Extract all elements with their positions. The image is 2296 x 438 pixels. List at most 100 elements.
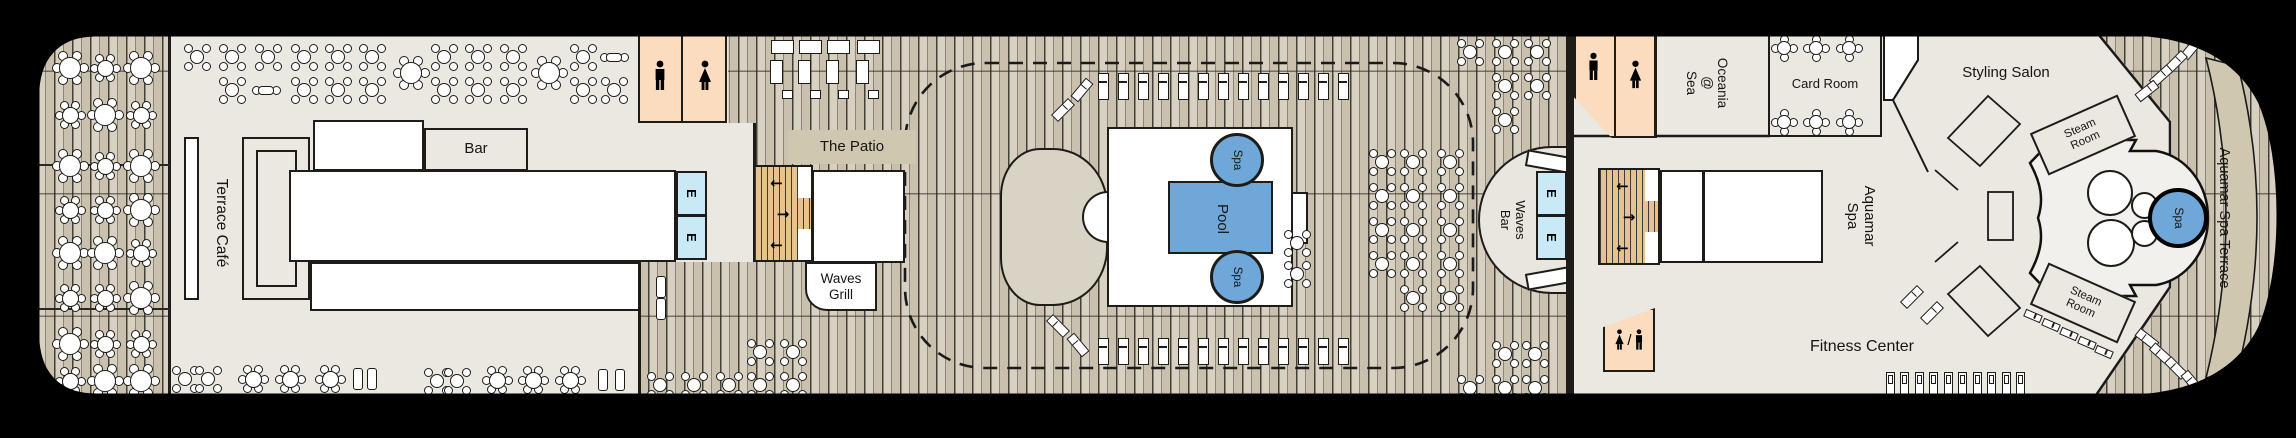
table bbox=[753, 345, 767, 359]
table bbox=[1463, 381, 1477, 395]
chair bbox=[1369, 235, 1378, 244]
chair bbox=[462, 386, 471, 395]
table bbox=[1842, 115, 1856, 129]
chair bbox=[1510, 73, 1519, 82]
lounger bbox=[1318, 338, 1329, 365]
table bbox=[1777, 41, 1791, 55]
round-table bbox=[59, 242, 81, 264]
round-table bbox=[130, 155, 152, 177]
lounger-headrest bbox=[1099, 81, 1107, 83]
chair bbox=[343, 44, 352, 53]
lounger-headrest bbox=[1911, 291, 1917, 297]
round-table bbox=[562, 372, 579, 389]
chair bbox=[237, 77, 246, 86]
chair bbox=[1455, 217, 1464, 226]
round-table bbox=[133, 245, 150, 262]
chair bbox=[449, 95, 458, 104]
lounger bbox=[2077, 336, 2097, 350]
chair bbox=[716, 390, 725, 399]
table bbox=[297, 50, 311, 64]
chair bbox=[1302, 261, 1311, 270]
chair bbox=[780, 357, 789, 366]
chair bbox=[500, 95, 509, 104]
chair bbox=[765, 339, 774, 348]
chair bbox=[1387, 167, 1396, 176]
chair bbox=[1400, 235, 1409, 244]
chair bbox=[449, 62, 458, 71]
chair bbox=[1542, 57, 1551, 66]
chair bbox=[1510, 107, 1519, 116]
fitness-equipment bbox=[1886, 372, 1895, 398]
lounger-headrest bbox=[2070, 332, 2073, 337]
chair bbox=[1455, 251, 1464, 260]
lounger-headrest bbox=[1299, 81, 1307, 83]
chair bbox=[1522, 359, 1531, 368]
lounger-headrest bbox=[1099, 346, 1107, 348]
chair bbox=[1437, 303, 1446, 312]
lounger-headrest bbox=[2160, 70, 2166, 76]
round-table bbox=[59, 155, 81, 177]
lounger bbox=[1070, 78, 1093, 103]
lounger-headrest bbox=[1279, 81, 1287, 83]
chair bbox=[343, 77, 352, 86]
table bbox=[261, 50, 275, 64]
lounger bbox=[2180, 370, 2203, 395]
chair bbox=[291, 95, 300, 104]
chair bbox=[1455, 269, 1464, 278]
patio-sofa bbox=[827, 40, 850, 54]
chair bbox=[665, 372, 674, 381]
lounger bbox=[1138, 338, 1149, 365]
table bbox=[178, 372, 192, 386]
table bbox=[1406, 155, 1420, 169]
chair bbox=[309, 95, 318, 104]
round-table bbox=[133, 336, 150, 353]
lounger-headrest bbox=[2034, 314, 2037, 319]
chair bbox=[1510, 375, 1519, 384]
fitness-equipment bbox=[2002, 372, 2011, 398]
lounger-headrest bbox=[1179, 346, 1187, 348]
table bbox=[331, 83, 345, 97]
lounger-headrest bbox=[1219, 346, 1227, 348]
patio-table bbox=[782, 90, 793, 99]
patio-table bbox=[838, 90, 849, 99]
chair bbox=[202, 62, 211, 71]
table bbox=[722, 378, 736, 392]
chair bbox=[465, 95, 474, 104]
round-table bbox=[245, 371, 262, 388]
chair bbox=[431, 62, 440, 71]
table bbox=[225, 83, 239, 97]
equipment-detail bbox=[2004, 375, 2009, 384]
lounger-headrest bbox=[1139, 81, 1147, 83]
lounger-headrest bbox=[1219, 81, 1227, 83]
table bbox=[506, 50, 520, 64]
table bbox=[506, 83, 520, 97]
chair bbox=[1400, 167, 1409, 176]
chair bbox=[1510, 393, 1519, 402]
chair bbox=[291, 62, 300, 71]
lounger-headrest bbox=[1931, 307, 1937, 313]
patio-chair bbox=[770, 60, 783, 84]
chair bbox=[1510, 39, 1519, 48]
lounger bbox=[1098, 338, 1109, 365]
chair bbox=[588, 77, 597, 86]
chair bbox=[1540, 341, 1549, 350]
lounger-headrest bbox=[1081, 84, 1087, 90]
equipment-detail bbox=[1946, 375, 1951, 384]
round-table bbox=[133, 107, 150, 124]
chair bbox=[431, 95, 440, 104]
chair bbox=[309, 62, 318, 71]
lounger bbox=[1318, 73, 1329, 100]
lounger-headrest bbox=[2052, 323, 2055, 328]
round-table bbox=[130, 57, 152, 79]
chair bbox=[1457, 57, 1466, 66]
chair bbox=[1418, 285, 1427, 294]
chair bbox=[1369, 201, 1378, 210]
chair bbox=[765, 357, 774, 366]
table bbox=[786, 345, 800, 359]
lounger bbox=[2094, 345, 2114, 359]
chair bbox=[219, 62, 228, 71]
bench bbox=[656, 276, 666, 298]
chair bbox=[1387, 149, 1396, 158]
table bbox=[653, 378, 667, 392]
